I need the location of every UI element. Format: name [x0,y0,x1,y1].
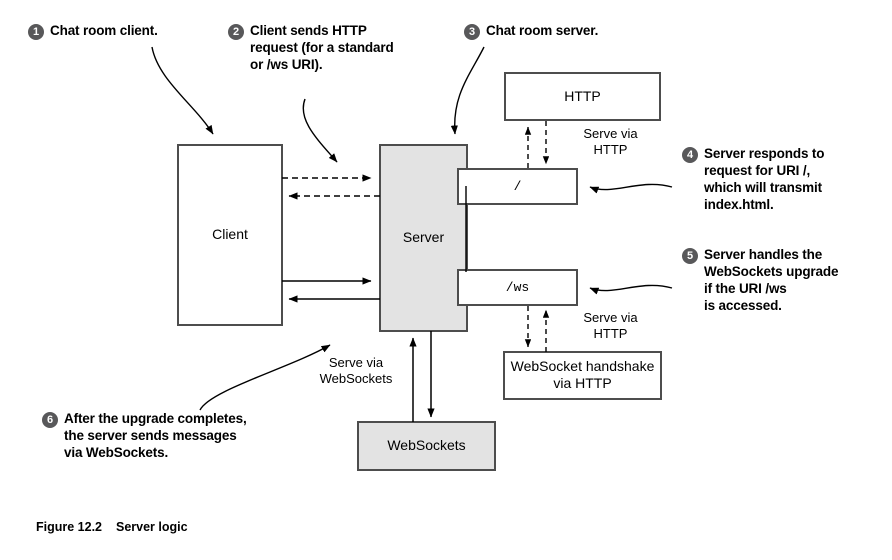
callout-badge-2: 2 [228,24,244,40]
callout-text-1: Chat room client. [50,23,158,38]
callout-text-5: Server handles the WebSockets upgrade if… [704,247,839,313]
node-client-box [177,144,283,326]
leader-line-3 [450,46,485,135]
callout-text-2: Client sends HTTP request (for a standar… [250,23,394,72]
figure-caption: Figure 12.2 Server logic [36,520,188,534]
node-websockets-box [357,421,496,471]
callout-1: 1 Chat room client. [28,22,193,40]
node-uri-ws-box [457,269,578,306]
callout-text-6: After the upgrade completes, the server … [64,411,247,460]
node-server-box [379,144,468,332]
node-ws-handshake-box [503,351,662,400]
callout-badge-4: 4 [682,147,698,163]
callout-5: 5 Server handles the WebSockets upgrade … [682,246,887,314]
leader-line-4 [589,183,673,194]
callout-text-3: Chat room server. [486,23,599,38]
leader-line-2 [302,98,338,163]
leader-line-5 [589,284,673,295]
node-http-box [504,72,661,121]
callout-badge-1: 1 [28,24,44,40]
callout-badge-6: 6 [42,412,58,428]
callout-badge-5: 5 [682,248,698,264]
callout-6: 6 After the upgrade completes, the serve… [42,410,292,461]
leader-line-1 [151,46,214,135]
callout-3: 3 Chat room server. [464,22,654,40]
edge-label-serve-via-http-bottom: Serve via HTTP [583,310,638,341]
callout-4: 4 Server responds to request for URI /, … [682,145,882,213]
figure-caption-number: Figure 12.2 [36,520,102,534]
callout-text-4: Server responds to request for URI /, wh… [704,146,825,212]
figure-caption-title: Server logic [116,520,188,534]
callout-2: 2 Client sends HTTP request (for a stand… [228,22,413,73]
leader-line-6 [199,344,331,411]
callout-badge-3: 3 [464,24,480,40]
node-uri-root-box [457,168,578,205]
edge-label-serve-via-http-top: Serve via HTTP [583,126,638,157]
edge-label-serve-via-websockets: Serve via WebSockets [319,355,393,386]
